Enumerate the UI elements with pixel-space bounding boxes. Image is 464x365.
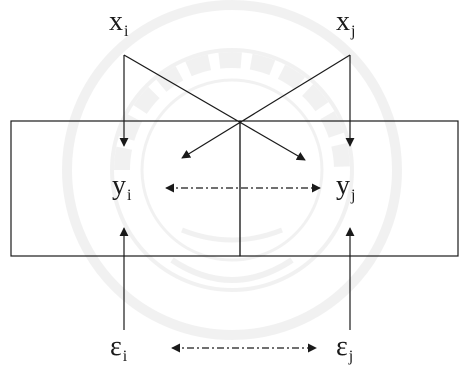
node-y-j-base: y [336, 170, 350, 201]
university-seal-watermark [62, 0, 402, 340]
node-x-i: xi [109, 8, 128, 40]
node-x-j-sub: j [351, 22, 356, 40]
edge-xj-yi [181, 54, 351, 159]
node-x-j: xj [336, 8, 355, 40]
node-x-i-base: x [109, 6, 123, 37]
node-eps-i-base: ε [110, 331, 122, 362]
node-x-i-sub: i [124, 22, 129, 40]
edge-xi-yj [123, 54, 306, 161]
node-eps-i: εi [110, 333, 127, 365]
node-eps-i-sub: i [122, 347, 128, 365]
node-y-j-sub: j [351, 186, 356, 204]
node-y-j: yj [336, 172, 355, 204]
node-x-j-base: x [336, 6, 350, 37]
node-eps-j: εj [336, 333, 353, 365]
node-eps-j-base: ε [336, 331, 348, 362]
node-y-i-sub: i [127, 186, 132, 204]
node-y-i-base: y [112, 170, 126, 201]
node-eps-j-sub: j [348, 347, 354, 365]
node-y-i: yi [112, 172, 131, 204]
